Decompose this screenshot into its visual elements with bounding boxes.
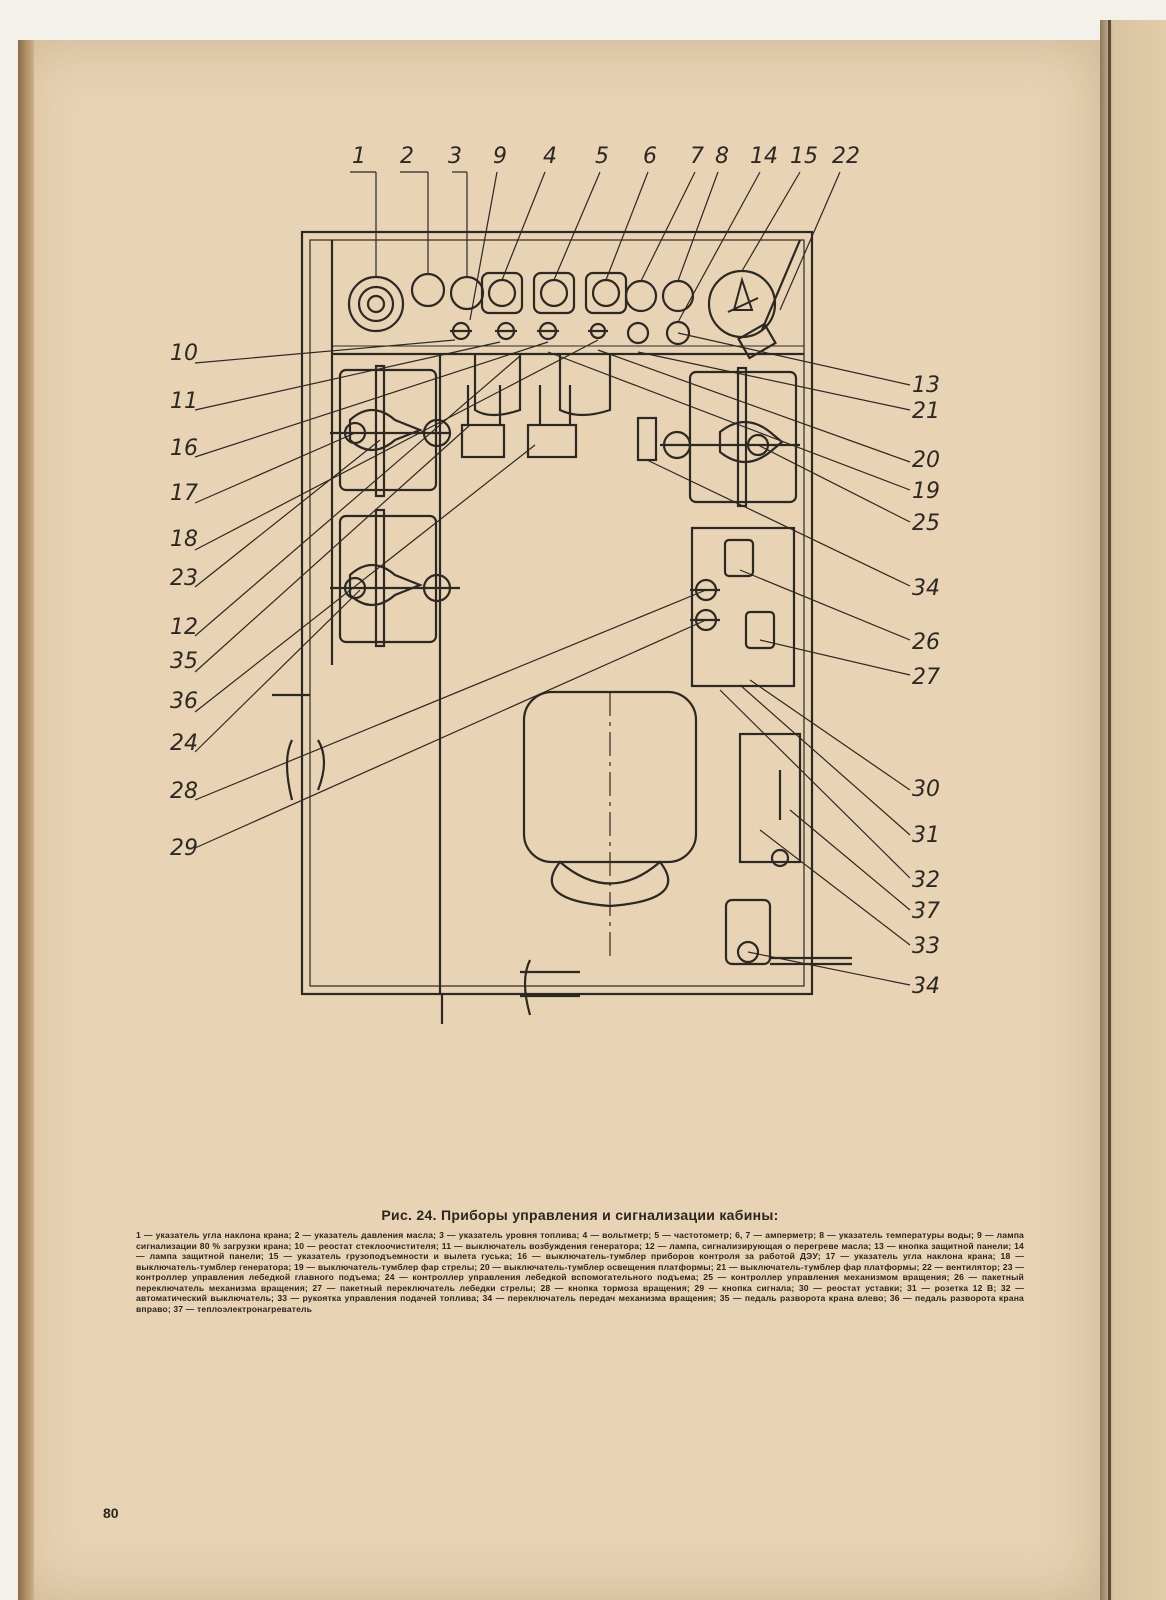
page-left-edge: [18, 40, 34, 1600]
gauge-1: [347, 275, 405, 333]
gauge-5: [532, 271, 576, 315]
callout-17: 17: [170, 481, 198, 506]
callout-7: 7: [690, 144, 704, 169]
gauge-2: [410, 272, 446, 308]
callout-26: 26: [912, 630, 940, 655]
callout-11: 11: [170, 389, 198, 414]
callout-5: 5: [595, 144, 609, 169]
page-number: 80: [103, 1505, 119, 1521]
top-callouts: 1 2 3 9 4 5 6 7 8 14 15 22: [352, 144, 860, 169]
callout-2: 2: [400, 144, 414, 169]
gauge-4: [480, 271, 524, 315]
callout-36: 36: [170, 689, 198, 714]
leader-lines: [194, 171, 911, 986]
callout-3: 3: [448, 144, 462, 169]
callout-30: 30: [912, 777, 940, 802]
gauge-7: [624, 279, 658, 313]
callout-14: 14: [750, 144, 778, 169]
switch-panel: [690, 526, 796, 688]
callout-35: 35: [170, 649, 198, 674]
callout-15: 15: [790, 144, 818, 169]
callout-25: 25: [912, 511, 940, 536]
callout-22: 22: [832, 144, 860, 169]
callout-34a: 34: [912, 576, 940, 601]
controller-24: [338, 514, 438, 644]
cabin-drawing: [272, 230, 852, 1024]
callout-28: 28: [170, 779, 198, 804]
figure-caption-title: Рис. 24. Приборы управления и сигнализац…: [381, 1207, 779, 1223]
right-callouts: 13 21 20 19 25 34 26 27 30 31 32 37 33 3…: [912, 373, 940, 999]
callout-33: 33: [912, 934, 940, 959]
callout-21: 21: [912, 399, 940, 424]
pedal-36: [526, 423, 578, 459]
pedal-35: [460, 423, 506, 459]
controller-23: [338, 368, 438, 492]
callout-10: 10: [170, 341, 198, 366]
gauge-3: [449, 275, 485, 311]
callout-19: 19: [912, 479, 940, 504]
heater: [738, 732, 802, 864]
callout-16: 16: [170, 436, 198, 461]
cabin-outline: [300, 230, 814, 996]
gauge-8: [661, 279, 695, 313]
callout-24: 24: [170, 731, 198, 756]
callout-27: 27: [912, 665, 940, 690]
switch-34-top: [636, 416, 658, 462]
callout-29: 29: [170, 836, 198, 861]
callout-32: 32: [912, 868, 940, 893]
callout-8: 8: [715, 144, 729, 169]
spine-edge: [1108, 20, 1111, 1600]
callout-1: 1: [352, 144, 366, 169]
callout-34b: 34: [912, 974, 940, 999]
callout-18: 18: [170, 527, 198, 552]
callout-6: 6: [643, 144, 657, 169]
book-page: [18, 40, 1100, 1600]
controller-25: [688, 370, 798, 504]
callout-13: 13: [912, 373, 940, 398]
callout-9: 9: [493, 144, 507, 169]
callout-4: 4: [543, 144, 557, 169]
callout-37: 37: [912, 899, 940, 924]
callout-23: 23: [170, 566, 198, 591]
figure-caption-legend: 1 — указатель угла наклона крана; 2 — ук…: [136, 1230, 1024, 1314]
callout-31: 31: [912, 823, 940, 848]
callout-20: 20: [912, 448, 940, 473]
fuel-lever: [724, 898, 772, 966]
callout-12: 12: [170, 615, 198, 640]
left-callouts: 10 11 16 17 18 23 12 35 36 24 28 29: [170, 341, 198, 861]
book-spine: [1100, 20, 1166, 1600]
